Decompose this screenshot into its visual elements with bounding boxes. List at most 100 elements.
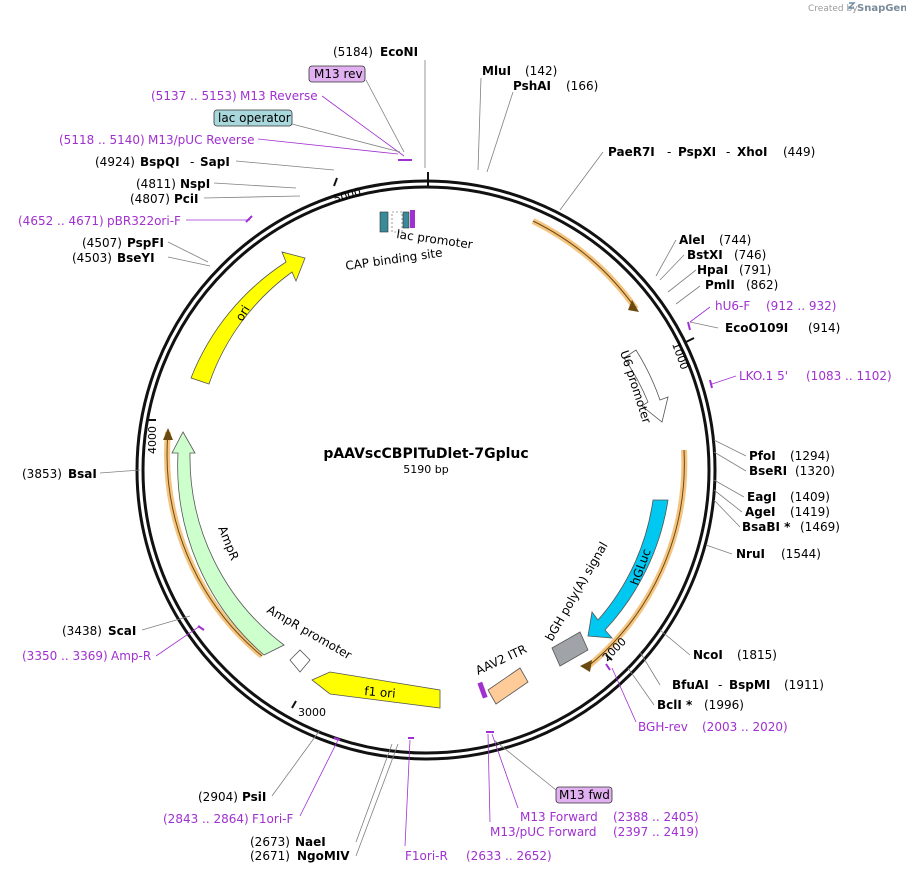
credit-text: Created by bbox=[808, 4, 858, 14]
enzyme-leaders bbox=[99, 60, 747, 857]
bsai-name: BsaI bbox=[68, 467, 97, 481]
orf-arrowhead-right bbox=[580, 660, 592, 672]
bspmi-name: BspMI bbox=[729, 678, 770, 692]
pfoi-name: PfoI bbox=[749, 449, 776, 463]
ecoo109i-name: EcoO109I bbox=[725, 321, 788, 335]
pshai-name: PshAI bbox=[513, 79, 551, 93]
ncoi-pos: (1815) bbox=[737, 648, 777, 662]
orf-arc-right-line bbox=[585, 449, 685, 669]
nspi-name: NspI bbox=[180, 177, 210, 191]
agei-name: AgeI bbox=[745, 505, 775, 519]
plasmid-name: pAAVscCBPITuDlet-7Gpluc bbox=[323, 446, 528, 462]
m13-rev-feature bbox=[410, 210, 415, 228]
f1ori-r-name: F1ori-R bbox=[405, 849, 448, 863]
econi-name: EcoNI bbox=[380, 45, 418, 59]
alei-pos: (744) bbox=[719, 233, 751, 247]
backbone-inner bbox=[141, 185, 711, 755]
tick-label-5000: 5000 bbox=[332, 185, 363, 206]
bseri-name: BseRI bbox=[749, 464, 787, 478]
lac-operator-feature bbox=[402, 211, 410, 229]
bfuai-sep: - bbox=[718, 678, 722, 692]
bfuai-name: BfuAI bbox=[672, 678, 709, 692]
bstxi-pos: (746) bbox=[734, 248, 766, 262]
lac-operator-box: lac operator bbox=[213, 109, 293, 127]
snapgene-logo-icon bbox=[847, 2, 856, 9]
tick-label-2000: 2000 bbox=[600, 635, 629, 664]
pcii-pos: (4807) bbox=[130, 192, 170, 206]
ngomiv-pos: (2671) bbox=[250, 849, 290, 863]
eagi-name: EagI bbox=[747, 490, 776, 504]
m13-forward-pos: (2388 .. 2405) bbox=[613, 810, 699, 824]
bcli-pos: (1996) bbox=[704, 698, 744, 712]
pspxi-name: PspXI bbox=[678, 145, 716, 159]
bspqi-sep: - bbox=[190, 155, 194, 169]
bspqi-name: BspQI bbox=[140, 155, 180, 169]
pspfi-pos: (4507) bbox=[82, 236, 122, 250]
orf-arrowhead-top bbox=[628, 300, 639, 312]
lac-operator-box-label: lac operator bbox=[218, 111, 291, 125]
bspqi-pos: (4924) bbox=[95, 155, 135, 169]
m13-rev-box: M13 rev bbox=[308, 65, 366, 83]
bsabi-pos: (1469) bbox=[800, 520, 840, 534]
primer-marks bbox=[197, 159, 713, 741]
amp-r-name: Amp-R bbox=[111, 649, 151, 663]
m13-forward-name: M13 Forward bbox=[520, 810, 598, 824]
plasmid-length: 5190 bp bbox=[403, 463, 448, 476]
tick-label-3000: 3000 bbox=[298, 706, 326, 719]
scai-pos: (3438) bbox=[62, 624, 102, 638]
f1ori-f-pos: (2843 .. 2864) bbox=[163, 812, 249, 826]
ampr-label: AmpR bbox=[215, 524, 241, 562]
orf-arc-top-line bbox=[532, 220, 637, 310]
lko-name: LKO.1 5' bbox=[739, 369, 788, 383]
sapi-name: SapI bbox=[200, 155, 230, 169]
agei-pos: (1419) bbox=[790, 505, 830, 519]
m13-puc-forward-name: M13/pUC Forward bbox=[490, 825, 597, 839]
naei-name: NaeI bbox=[295, 835, 326, 849]
ori-feature bbox=[190, 251, 306, 385]
m13-puc-forward-pos: (2397 .. 2419) bbox=[613, 825, 699, 839]
paer7i-name: PaeR7I bbox=[608, 145, 655, 159]
ampr-feature bbox=[171, 431, 285, 656]
aav2-itr-small-mark bbox=[477, 681, 488, 699]
pfoi-pos: (1294) bbox=[790, 449, 830, 463]
f1-ori-label: f1 ori bbox=[364, 684, 396, 701]
nspi-pos: (4811) bbox=[136, 177, 176, 191]
f1-ori-feature bbox=[311, 671, 441, 709]
paer7i-pos: (449) bbox=[783, 145, 815, 159]
bseri-pos: (1320) bbox=[795, 464, 835, 478]
nrui-pos: (1544) bbox=[781, 547, 821, 561]
bseyi-pos: (4503) bbox=[72, 251, 112, 265]
pmli-pos: (862) bbox=[746, 278, 778, 292]
hpai-name: HpaI bbox=[697, 263, 728, 277]
pshai-pos: (166) bbox=[566, 79, 598, 93]
paer7i-sep2: - bbox=[726, 145, 730, 159]
bgh-rev-name: BGH-rev bbox=[638, 720, 688, 734]
bgh-rev-pos: (2003 .. 2020) bbox=[702, 720, 788, 734]
hgluc-feature bbox=[587, 499, 669, 639]
psii-pos: (2904) bbox=[198, 790, 238, 804]
aav2-itr-feature bbox=[487, 667, 529, 705]
amp-r-pos: (3350 .. 3369) bbox=[22, 649, 108, 663]
xhoi-name: XhoI bbox=[737, 145, 768, 159]
tick-marks bbox=[148, 172, 695, 709]
psii-name: PsiI bbox=[242, 790, 266, 804]
f1ori-r-pos: (2633 .. 2652) bbox=[466, 849, 552, 863]
u6-promoter-feature bbox=[623, 349, 669, 423]
pbr322-pos: (4652 .. 4671) bbox=[18, 214, 104, 228]
lko-pos: (1083 .. 1102) bbox=[806, 369, 892, 383]
lac-promoter-feature bbox=[391, 211, 403, 233]
alei-name: AleI bbox=[679, 233, 705, 247]
bstxi-name: BstXI bbox=[687, 248, 723, 262]
pcii-name: PciI bbox=[174, 192, 199, 206]
primer-leaders bbox=[155, 79, 737, 847]
ncoi-name: NcoI bbox=[693, 648, 723, 662]
credit-brand: SnapGene bbox=[857, 3, 906, 14]
mlui-pos: (142) bbox=[525, 64, 557, 78]
hpai-pos: (791) bbox=[739, 263, 771, 277]
orf-arrowhead-left bbox=[163, 428, 173, 440]
ecoo109i-pos: (914) bbox=[808, 321, 840, 335]
orf-arc-left-line bbox=[166, 431, 263, 657]
bcli-name: BclI * bbox=[657, 698, 693, 712]
naei-pos: (2673) bbox=[250, 835, 290, 849]
m13-reverse-pos: (5137 .. 5153) bbox=[151, 89, 237, 103]
